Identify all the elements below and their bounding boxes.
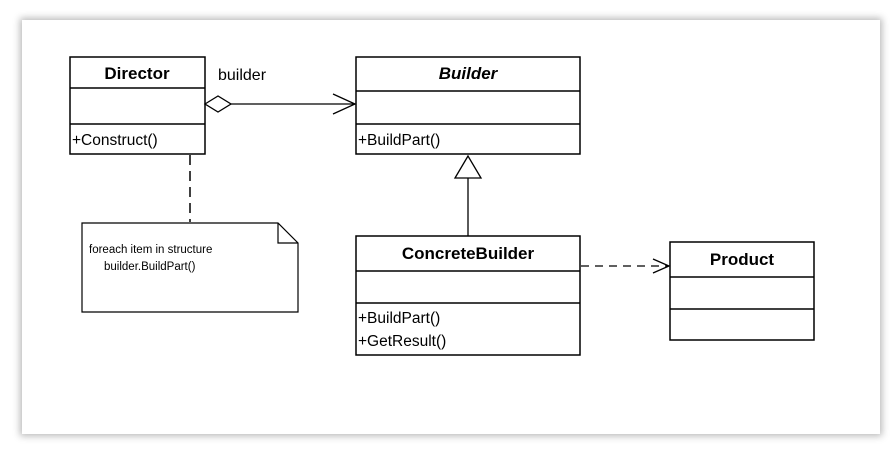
class-product[interactable]: Product xyxy=(669,241,815,341)
builder-class-name: Builder xyxy=(439,64,499,83)
aggregation-diamond-icon xyxy=(203,95,233,113)
director-operation-construct: +Construct() xyxy=(72,132,158,149)
product-class-name: Product xyxy=(710,250,775,269)
class-builder[interactable]: Builder +BuildPart() xyxy=(355,56,581,155)
note-line-1: foreach item in structure xyxy=(89,244,212,256)
aggregation-director-builder[interactable]: builder xyxy=(203,67,357,115)
association-label: builder xyxy=(218,67,267,84)
note-fold-icon xyxy=(277,223,298,244)
concrete-builder-operation-getresult: +GetResult() xyxy=(358,333,446,350)
dependency-concrete-builder-product[interactable] xyxy=(581,258,671,274)
note-construct-implementation[interactable]: foreach item in structure builder.BuildP… xyxy=(81,222,299,313)
builder-operation-buildpart: +BuildPart() xyxy=(358,132,440,149)
note-line-2: builder.BuildPart() xyxy=(104,261,196,273)
inheritance-triangle-icon xyxy=(453,154,483,179)
director-class-name: Director xyxy=(104,64,170,83)
class-concrete-builder[interactable]: ConcreteBuilder +BuildPart() +GetResult(… xyxy=(355,235,581,356)
dependency-arrow-icon xyxy=(652,258,671,274)
open-arrow-icon xyxy=(332,93,357,115)
generalization-concrete-builder-builder[interactable] xyxy=(453,154,483,236)
concrete-builder-class-name: ConcreteBuilder xyxy=(402,244,535,263)
class-director[interactable]: Director +Construct() xyxy=(69,56,206,155)
concrete-builder-operation-buildpart: +BuildPart() xyxy=(358,310,440,327)
